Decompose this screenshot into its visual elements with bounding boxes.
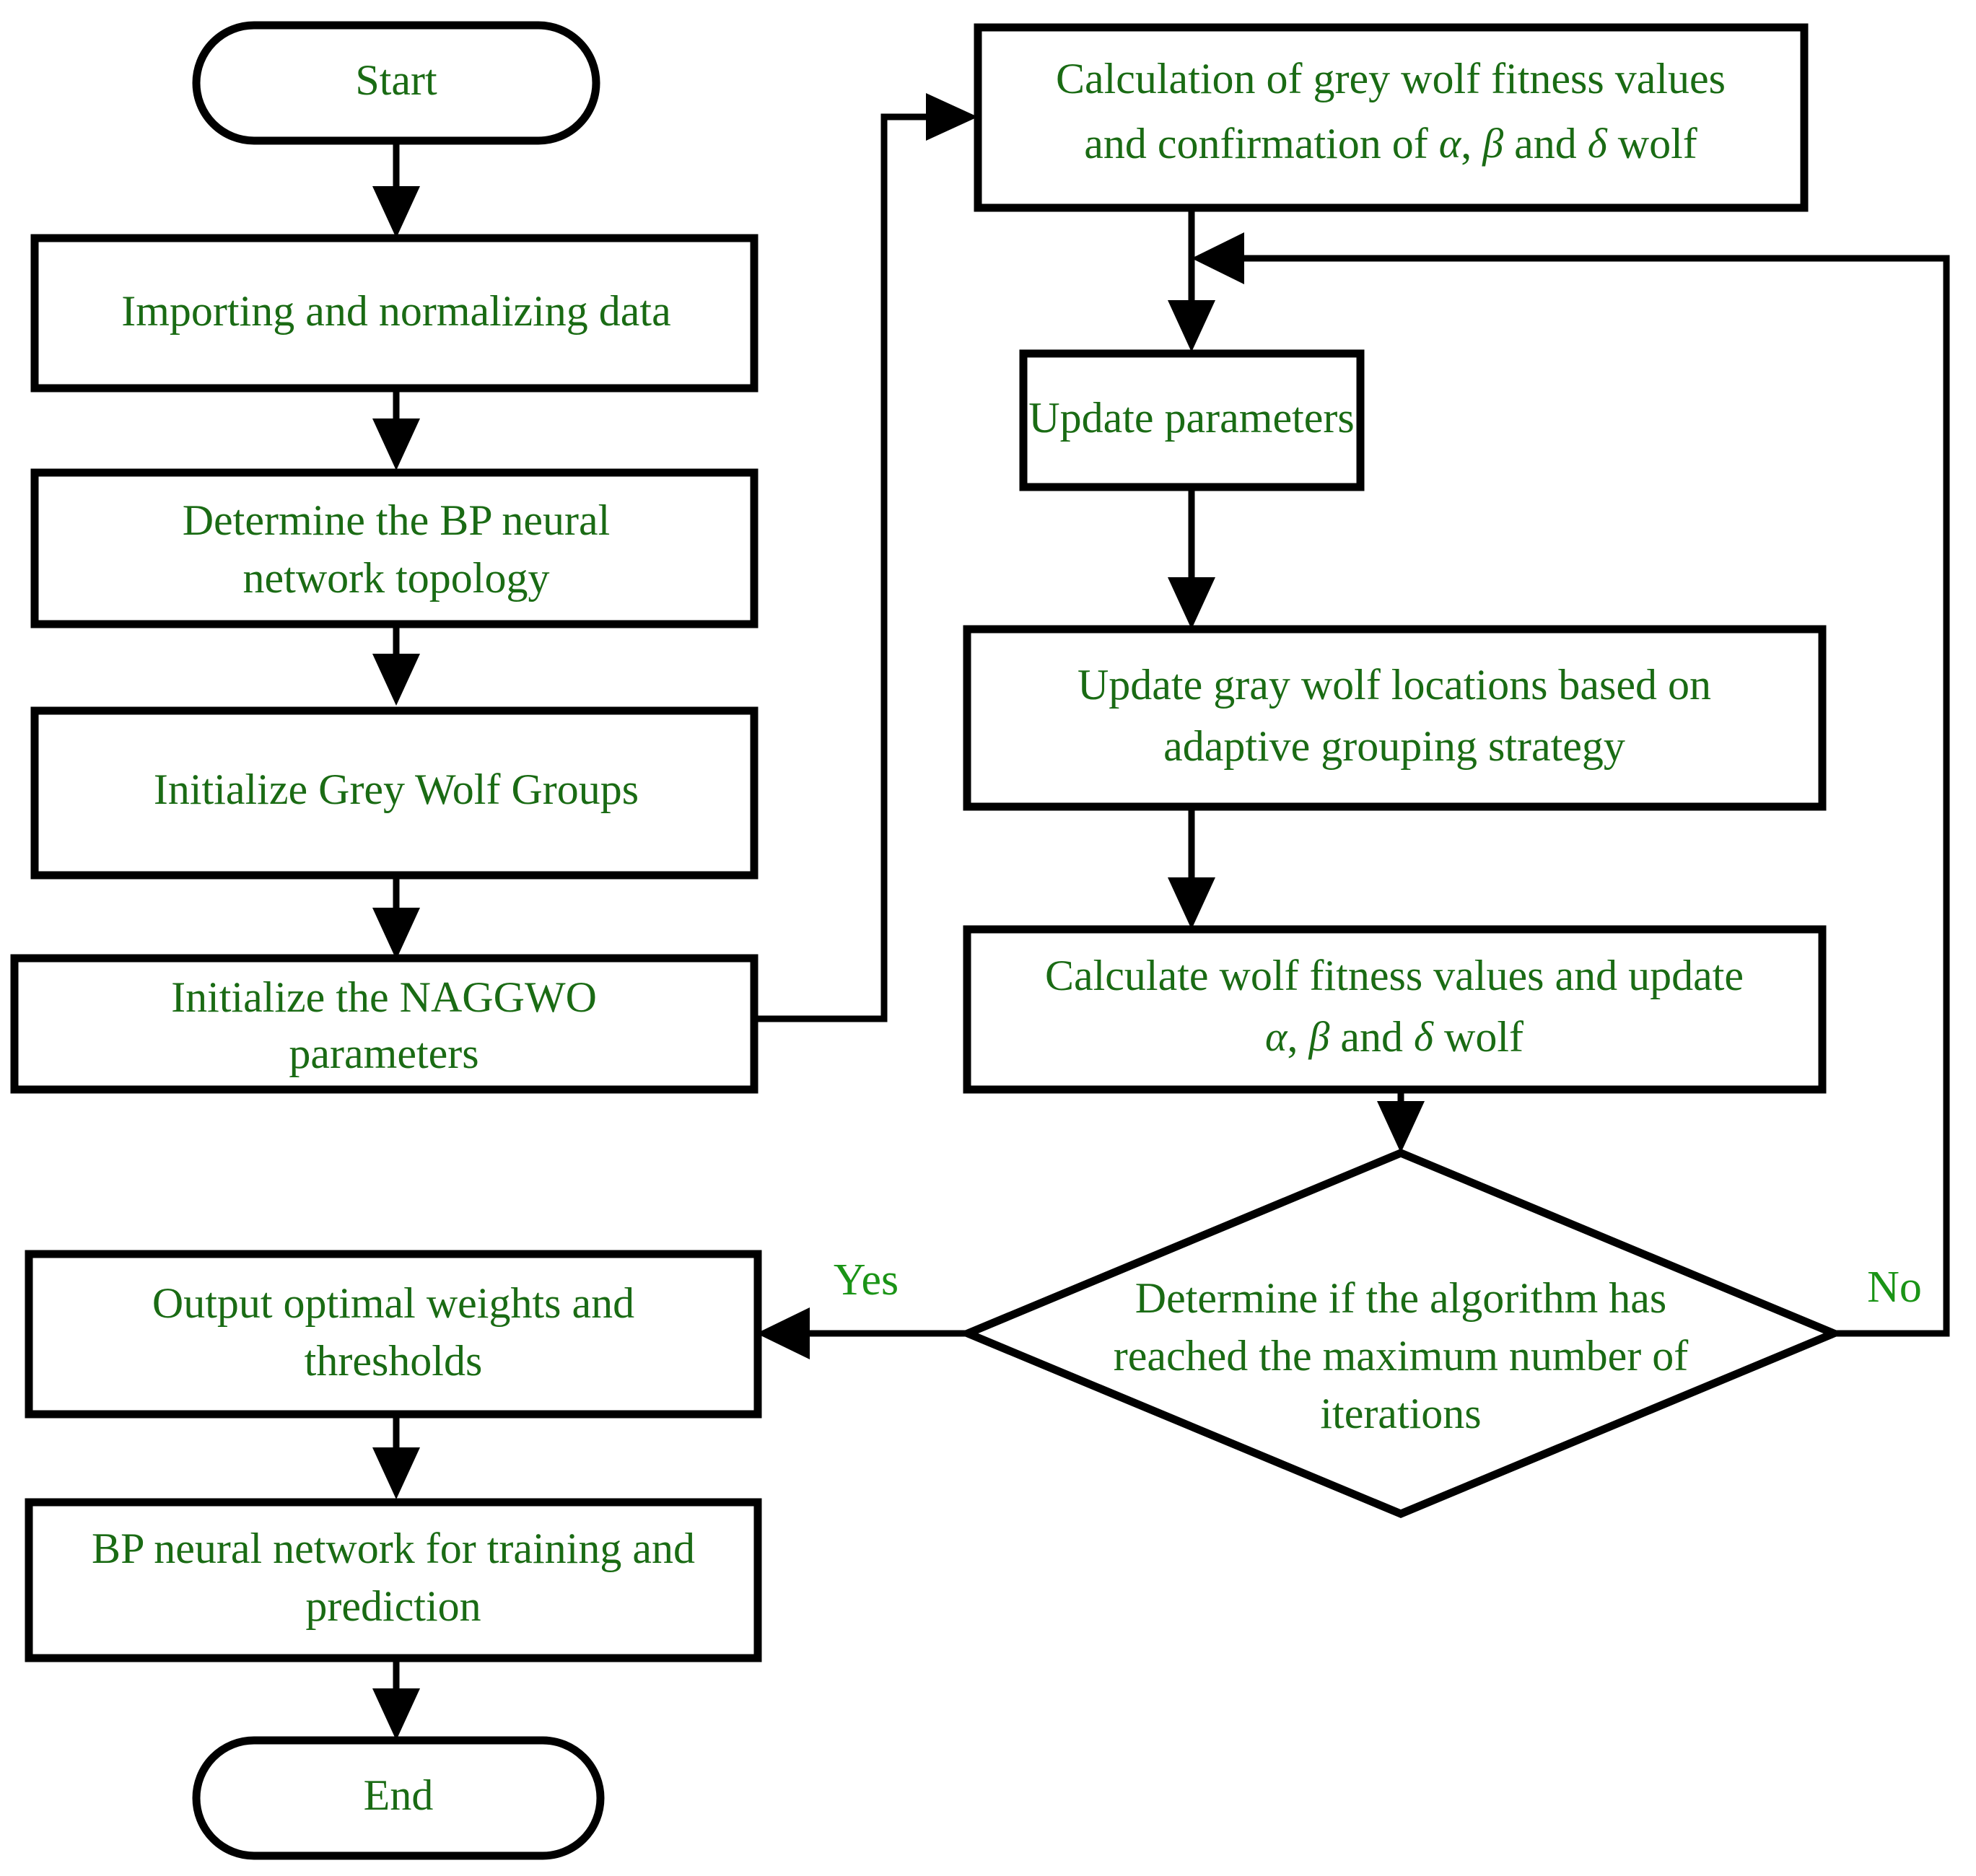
node-start[interactable]: Start [192, 21, 600, 145]
node-calcupdate-label-line1: Calculate wolf fitness values and update [1045, 952, 1744, 999]
node-updateparams-label: Update parameters [1028, 394, 1354, 442]
calcupdate-l2-and: and [1340, 1013, 1403, 1061]
node-output-weights-thresholds[interactable]: Output optimal weights and thresholds [25, 1250, 762, 1419]
calcupdate-l2-beta: β [1308, 1013, 1329, 1060]
edge-calcfitness-to-updateparams [1168, 209, 1215, 352]
node-topology-label-line2: network topology [243, 554, 550, 602]
node-init-naggwo-params[interactable]: Initialize the NAGGWO parameters [10, 954, 759, 1094]
node-output-label-line2: thresholds [305, 1337, 483, 1385]
calcfitness-l2-wolf: wolf [1618, 120, 1697, 167]
edge-topology-to-initgroups [372, 623, 420, 706]
node-decision-label-line1: Determine if the algorithm has [1135, 1274, 1666, 1322]
node-output-label-line1: Output optimal weights and [152, 1279, 634, 1327]
calcfitness-l2-beta: β [1482, 120, 1503, 167]
node-start-label: Start [355, 56, 437, 104]
node-decision-max-iterations[interactable]: Determine if the algorithm has reached t… [957, 1149, 1845, 1518]
edge-output-to-bptrain [372, 1414, 420, 1499]
node-update-wolf-locations[interactable]: Update gray wolf locations based on adap… [963, 625, 1827, 811]
edge-updateparams-to-updateloc [1168, 487, 1215, 629]
node-decision-label-line3: iterations [1320, 1390, 1481, 1437]
edge-start-to-import [372, 141, 420, 238]
calcupdate-l2-comma: , [1287, 1013, 1298, 1061]
node-end-label: End [364, 1771, 434, 1819]
node-initparams-label-line2: parameters [289, 1030, 478, 1077]
edge-label-yes: Yes [834, 1255, 899, 1305]
calcupdate-l2-wolf: wolf [1444, 1013, 1523, 1061]
calcfitness-l2-alpha: α [1439, 120, 1462, 167]
edge-calcupdate-to-decision [1377, 1090, 1425, 1153]
node-import-normalize[interactable]: Importing and normalizing data [30, 234, 759, 393]
calcfitness-l2-comma: , [1461, 120, 1472, 167]
node-init-grey-wolf-groups[interactable]: Initialize Grey Wolf Groups [30, 706, 759, 880]
node-import-label: Importing and normalizing data [121, 287, 670, 335]
calcfitness-l2-text: and confirmation of [1084, 120, 1428, 167]
node-initgroups-label: Initialize Grey Wolf Groups [154, 766, 639, 813]
node-updateloc-label-line2: adaptive grouping strategy [1163, 722, 1625, 770]
node-bp-topology[interactable]: Determine the BP neural network topology [30, 468, 759, 628]
node-bptrain-label-line2: prediction [305, 1582, 481, 1630]
edge-decision-no-feedback [1192, 232, 1950, 1337]
edge-decision-yes-to-output [756, 1307, 966, 1359]
node-initparams-label-line1: Initialize the NAGGWO [171, 973, 597, 1021]
node-bptrain-label-line1: BP neural network for training and [92, 1525, 695, 1572]
node-updateloc-label-line1: Update gray wolf locations based on [1077, 661, 1711, 709]
edge-bptrain-to-end [372, 1658, 420, 1740]
node-calc-update-wolves[interactable]: Calculate wolf fitness values and update… [963, 925, 1827, 1094]
calcfitness-l2-and: and [1514, 120, 1577, 167]
node-calcfitness-label-line1: Calculation of grey wolf fitness values [1056, 55, 1726, 102]
calcupdate-l2-alpha: α [1265, 1013, 1288, 1060]
node-topology-label-line1: Determine the BP neural [183, 496, 611, 544]
edge-initgroups-to-initparams [372, 875, 420, 960]
node-bp-train-predict[interactable]: BP neural network for training and predi… [25, 1498, 762, 1662]
node-end[interactable]: End [192, 1736, 605, 1860]
edge-updateloc-to-calcupdate [1168, 807, 1215, 929]
edge-label-no: No [1867, 1263, 1922, 1312]
calcfitness-l2-delta: δ [1588, 120, 1608, 167]
node-calcupdate-label-line2: α, β and δ wolf [1265, 1013, 1523, 1061]
edge-import-to-topology [372, 386, 420, 470]
node-calc-fitness-confirm[interactable]: Calculation of grey wolf fitness values … [974, 23, 1809, 212]
node-calcfitness-label-line2: and confirmation of α, β and δ wolf [1084, 120, 1697, 167]
calcupdate-l2-delta: δ [1414, 1013, 1434, 1060]
node-update-parameters[interactable]: Update parameters [1019, 349, 1365, 491]
edge-initparams-to-calcfitness [754, 93, 978, 1022]
node-decision-label-line2: reached the maximum number of [1114, 1332, 1688, 1380]
